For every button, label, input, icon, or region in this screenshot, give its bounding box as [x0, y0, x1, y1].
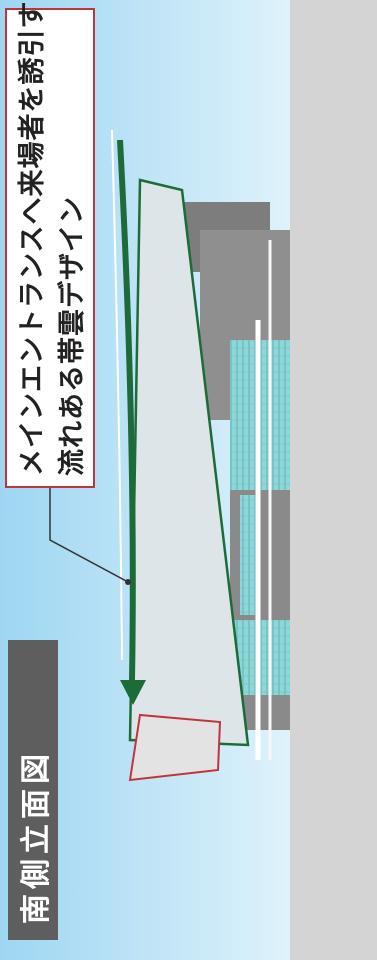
ground-band [290, 0, 377, 960]
callout-line-2: 流れある帯雲デザイン [57, 196, 88, 476]
flow-line-white [111, 129, 123, 661]
glass-facade-mid [240, 495, 260, 615]
flow-arrow [117, 139, 136, 681]
leader-end-dot [125, 579, 131, 585]
view-label-text: 南側立面図 [19, 749, 54, 924]
entrance-outline [128, 713, 222, 782]
flow-arrowhead [120, 680, 146, 705]
view-label: 南側立面図 [8, 640, 58, 940]
callout-line-1: メインエントランスへ来場者を誘引する [17, 0, 48, 476]
callout-box: メインエントランスへ来場者を誘引する 流れある帯雲デザイン [5, 0, 95, 488]
